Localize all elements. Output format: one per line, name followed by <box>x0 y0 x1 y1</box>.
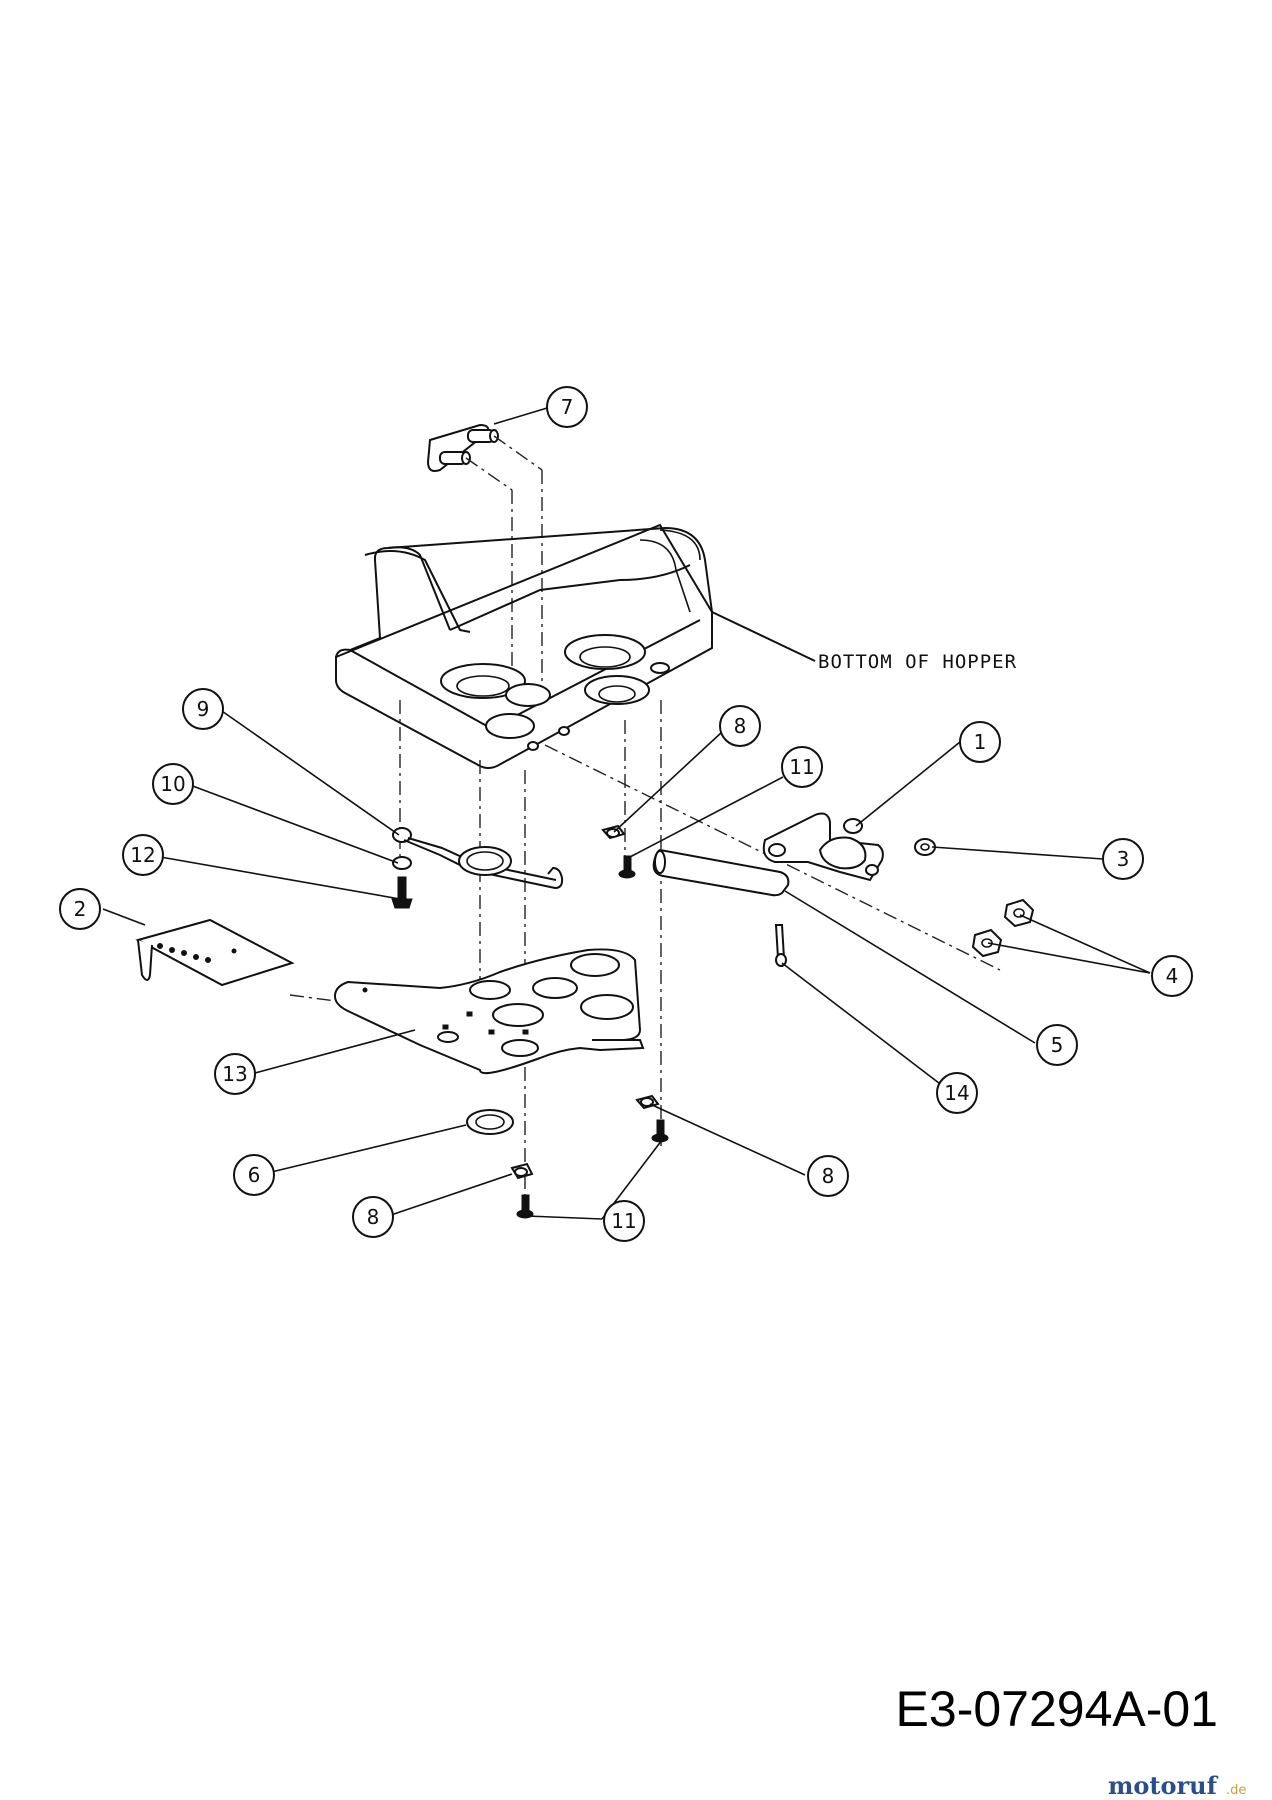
svg-text:8: 8 <box>822 1164 835 1188</box>
part-2-plate <box>135 918 295 987</box>
part-5-rod <box>652 848 790 897</box>
part-12-bolt <box>391 876 413 909</box>
svg-text:8: 8 <box>367 1205 380 1229</box>
part-14-pin <box>774 924 787 968</box>
callout-8-upper: 8 <box>719 705 761 747</box>
svg-text:12: 12 <box>130 843 155 867</box>
part-11-screw-lower <box>516 1194 534 1219</box>
part-4-nuts <box>971 898 1035 958</box>
part-1-bracket <box>762 812 884 882</box>
svg-text:2: 2 <box>74 897 87 921</box>
callout-6: 6 <box>233 1154 275 1196</box>
svg-text:11: 11 <box>611 1209 636 1233</box>
svg-text:14: 14 <box>944 1081 969 1105</box>
svg-text:4: 4 <box>1166 964 1179 988</box>
svg-text:11: 11 <box>789 755 814 779</box>
part-8-clip-lower <box>510 1162 534 1180</box>
callout-12: 12 <box>122 834 164 876</box>
callout-5: 5 <box>1036 1024 1078 1066</box>
leader-lines <box>102 404 1151 1220</box>
svg-text:5: 5 <box>1051 1033 1064 1057</box>
part-11-screw-upper <box>618 855 636 879</box>
part-13-plate <box>333 948 645 1075</box>
svg-text:3: 3 <box>1117 847 1130 871</box>
callout-8-lower: 8 <box>352 1196 394 1238</box>
watermark-main: motoruf <box>1108 1771 1219 1800</box>
part-7-bracket <box>426 423 543 700</box>
watermark-logo: motoruf .de <box>1108 1771 1246 1800</box>
hopper-bottom <box>335 523 816 769</box>
part-8-clip-upper <box>601 824 626 840</box>
part-11-screw-right <box>651 1119 669 1143</box>
part-6-washer <box>466 1109 514 1135</box>
assembly-lines <box>289 700 1001 1210</box>
callout-3: 3 <box>1102 838 1144 880</box>
svg-text:10: 10 <box>160 772 185 796</box>
callout-8-right: 8 <box>807 1155 849 1197</box>
svg-text:1: 1 <box>974 730 987 754</box>
hopper-annotation: BOTTOM OF HOPPER <box>818 651 1017 673</box>
svg-text:8: 8 <box>734 714 747 738</box>
callout-11-upper: 11 <box>781 746 823 788</box>
callout-9: 9 <box>182 688 224 730</box>
callout-4: 4 <box>1151 955 1193 997</box>
callout-10: 10 <box>152 763 194 805</box>
svg-text:9: 9 <box>197 697 210 721</box>
callout-1: 1 <box>959 721 1001 763</box>
callout-7: 7 <box>546 386 588 428</box>
svg-text:7: 7 <box>561 395 574 419</box>
part-9-10-spring <box>392 827 564 890</box>
callout-13: 13 <box>214 1053 256 1095</box>
callout-11-lower: 11 <box>603 1200 645 1242</box>
diagram-code: E3-07294A-01 <box>896 1681 1218 1737</box>
svg-text:6: 6 <box>248 1163 261 1187</box>
watermark-suffix: .de <box>1226 1783 1246 1798</box>
svg-text:13: 13 <box>222 1062 247 1086</box>
callout-14: 14 <box>936 1072 978 1114</box>
callout-2: 2 <box>59 888 101 930</box>
